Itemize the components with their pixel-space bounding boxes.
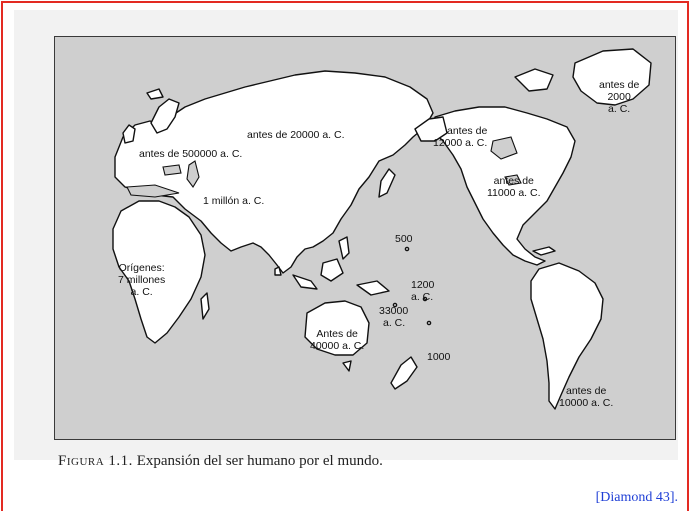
label-south-america-line2: 10000 a. C. (559, 397, 614, 409)
hudson-bay (490, 136, 518, 160)
label-origins: Orígenes: 7 millones a. C. (118, 262, 165, 298)
label-siberia: antes de 20000 a. C. (247, 129, 345, 141)
label-pacific-500: 500 (395, 233, 413, 245)
indonesia-landmass (292, 274, 318, 290)
pacific-island (404, 246, 410, 252)
landmass-drawing (112, 48, 652, 410)
label-south-america-line1: antes de (566, 385, 607, 397)
label-alaska-line1: antes de (447, 125, 488, 137)
madagascar-landmass (200, 292, 210, 320)
label-pacific-1200-line1: 1200 (411, 279, 435, 291)
figure-caption-text: Expansión del ser humano por el mundo. (136, 453, 383, 469)
label-north-america-line2: 11000 a. C. (487, 187, 541, 199)
label-origins-line3: a. C. (130, 286, 153, 298)
label-greenland-line3: a. C. (608, 103, 631, 115)
greenland-landmass (572, 48, 652, 106)
great-lakes (504, 174, 522, 186)
pacific-island (422, 296, 428, 302)
label-origins-line1: Orígenes: (118, 262, 165, 274)
figure-label: Figura 1.1. (58, 453, 133, 469)
label-south-america: antes de 10000 a. C. (559, 385, 613, 409)
mediterranean-sea (126, 184, 180, 198)
label-australia-line1: Antes de (316, 328, 358, 340)
label-greenland-line1: antes de (599, 79, 640, 91)
label-pacific-1200-line2: a. C. (411, 291, 434, 303)
tasmania-landmass (342, 360, 352, 372)
new-guinea-landmass (356, 280, 390, 296)
label-pacific-1200: 1200 a. C. (411, 279, 434, 303)
black-sea (162, 164, 182, 176)
scandinavia-landmass (150, 98, 180, 134)
eurasia-landmass (114, 70, 434, 274)
world-map: antes de 500000 a. C. antes de 20000 a. … (54, 36, 676, 440)
alaska-landmass (414, 116, 448, 142)
label-melanesia-line1: 33000 (379, 305, 409, 317)
label-north-america-line1: antes de (493, 175, 534, 187)
label-melanesia-line2: a. C. (383, 317, 406, 329)
label-north-america: antes de 11000 a. C. (487, 175, 541, 199)
britain-landmass (122, 124, 136, 144)
arctic-islands-landmass (514, 68, 554, 92)
south-america-landmass (530, 262, 604, 410)
japan-landmass (378, 168, 396, 198)
label-new-zealand: 1000 (427, 351, 451, 363)
caribbean-islands (532, 246, 556, 256)
label-alaska-line2: 12000 a. C. (433, 137, 488, 149)
label-asia: 1 millón a. C. (203, 195, 265, 207)
citation-reference: [Diamond 43]. (595, 490, 678, 505)
philippines-landmass (338, 236, 350, 260)
north-america-landmass (432, 106, 576, 266)
label-australia-line2: 40000 a. C. (310, 340, 365, 352)
figure-caption: Figura 1.1. Expansión del ser humano por… (58, 453, 383, 470)
australia-landmass (304, 300, 370, 356)
iceland-landmass (146, 88, 164, 100)
pacific-island (426, 320, 432, 326)
label-melanesia: 33000 a. C. (379, 305, 408, 329)
label-australia: Antes de 40000 a. C. (310, 328, 364, 352)
africa-landmass (112, 200, 206, 344)
new-zealand-landmass (390, 356, 418, 390)
sri-lanka-landmass (274, 266, 282, 276)
label-alaska: antes de 12000 a. C. (433, 125, 487, 149)
borneo-landmass (320, 258, 344, 282)
label-greenland: antes de 2000 a. C. (599, 79, 639, 115)
caspian-sea (186, 160, 200, 188)
pacific-island (392, 302, 398, 308)
label-greenland-line2: 2000 (607, 91, 631, 103)
label-origins-line2: 7 millones (118, 274, 166, 286)
label-europe: antes de 500000 a. C. (139, 148, 243, 160)
scanned-figure: antes de 500000 a. C. antes de 20000 a. … (14, 10, 678, 469)
